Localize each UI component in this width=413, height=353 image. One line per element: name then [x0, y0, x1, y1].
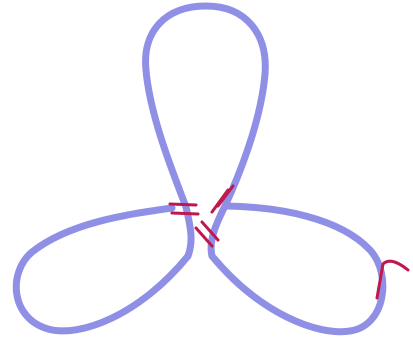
center-strand-right	[211, 206, 225, 256]
right-lobe	[212, 206, 383, 332]
left-lobe	[16, 208, 188, 331]
top-lobe	[146, 6, 266, 207]
